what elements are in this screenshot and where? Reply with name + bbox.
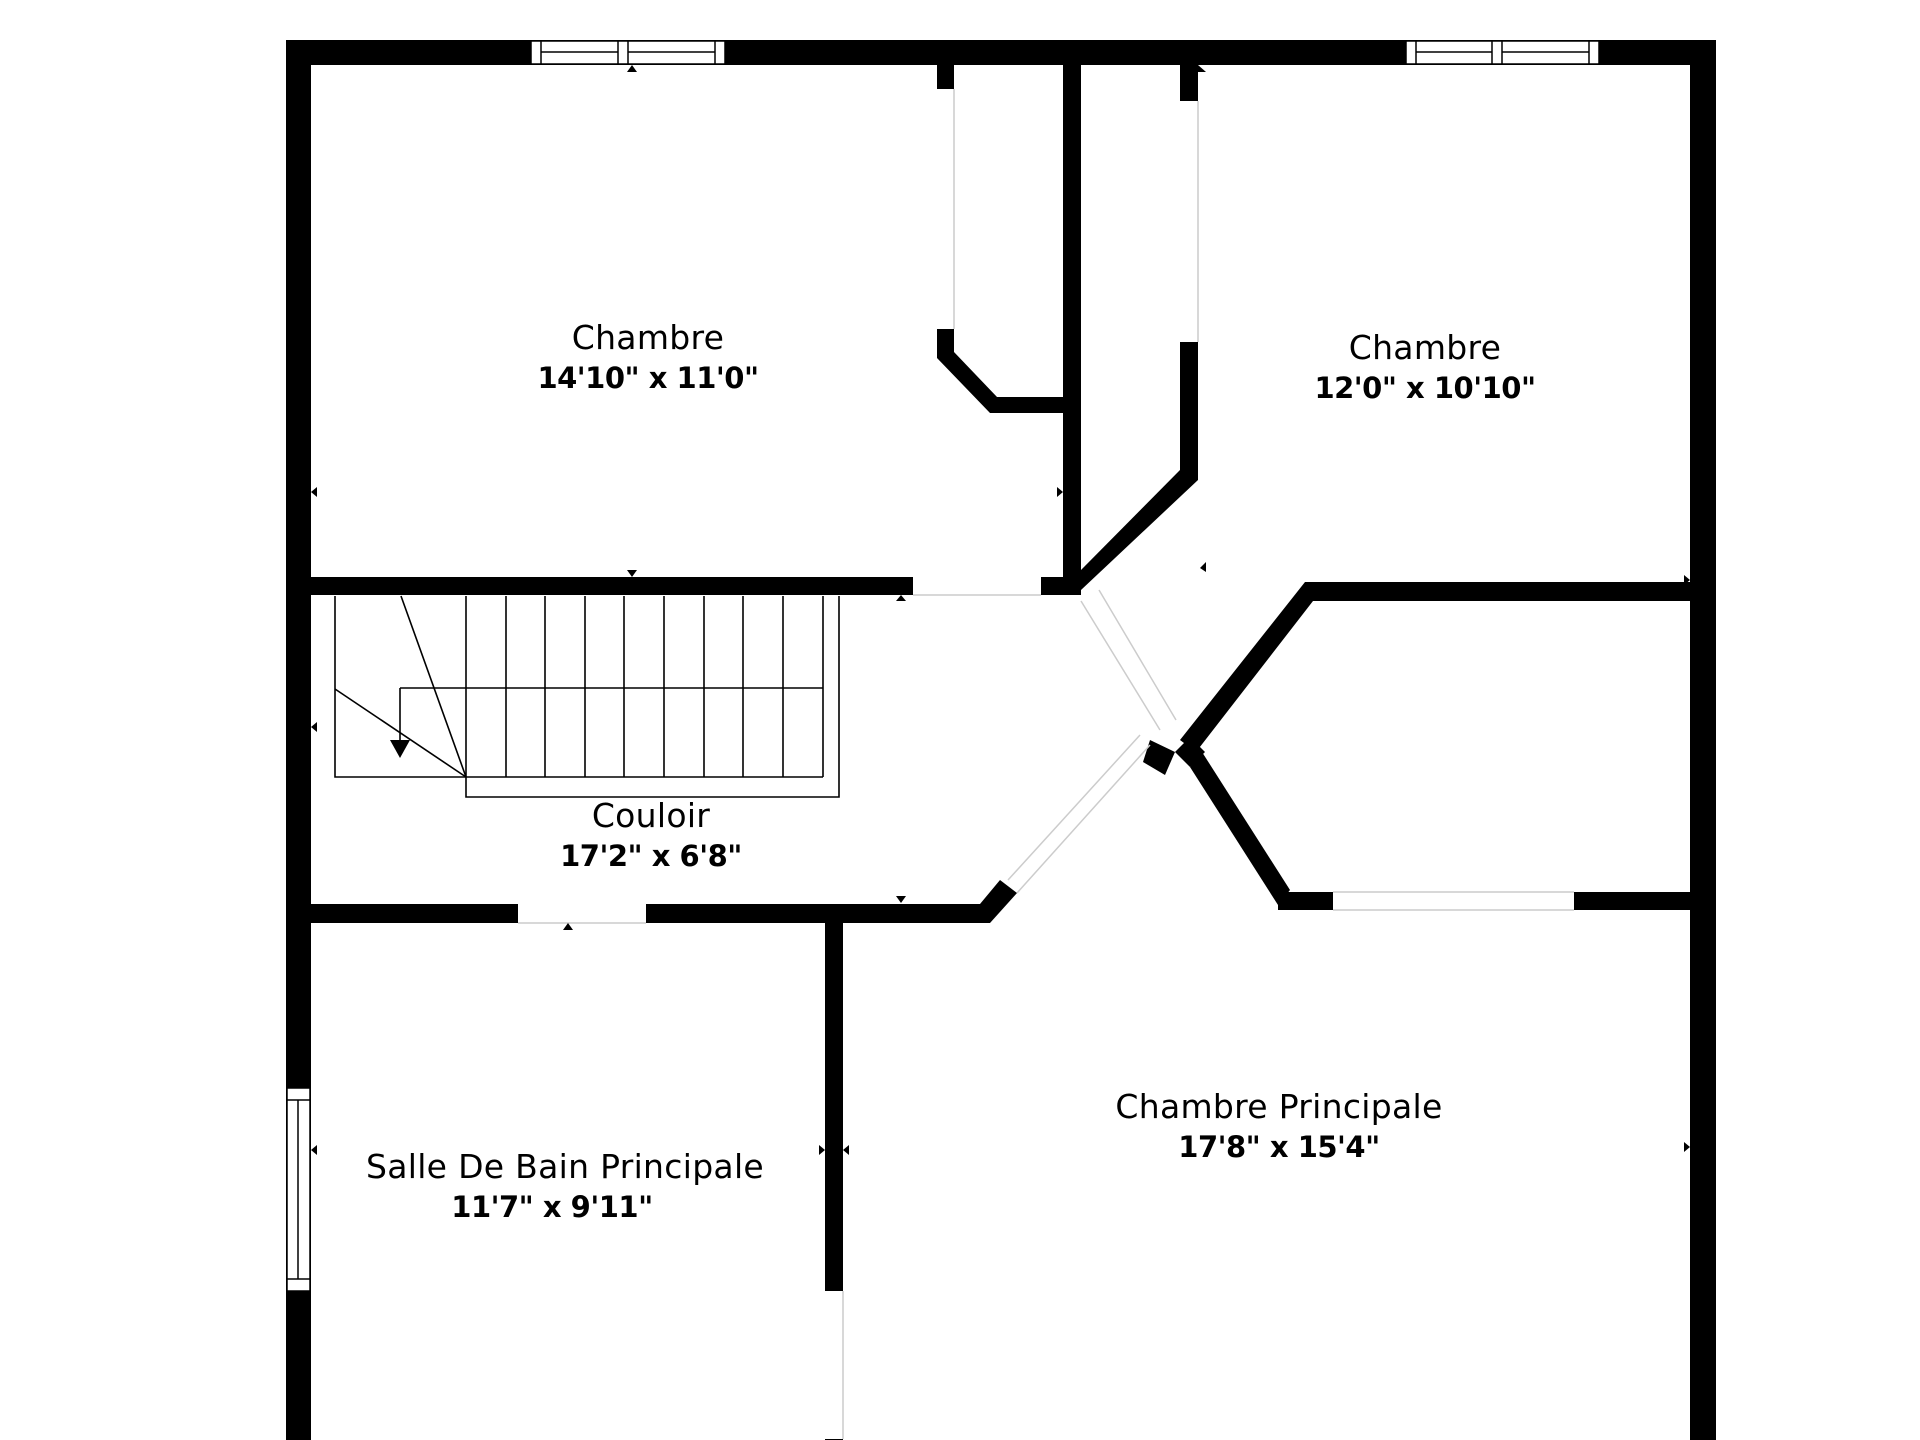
room-name: Chambre [1348, 328, 1502, 367]
outer-wall-right [1690, 40, 1716, 1440]
staircase [334, 595, 840, 798]
walls [286, 40, 1716, 1440]
wall-central-vertical [1063, 40, 1081, 592]
door-openings [518, 89, 1574, 1439]
closet-diagonal-wall [937, 351, 1063, 413]
room-label-couloir: Couloir 17'2" x 6'8" [560, 796, 742, 876]
wall-master-top-left [1278, 892, 1333, 910]
closet2-wall-lower [1180, 342, 1198, 475]
room-dimensions: 17'2" x 6'8" [560, 839, 742, 873]
room-dimensions: 17'8" x 15'4" [1178, 1130, 1380, 1164]
room-name: Salle De Bain Principale [365, 1147, 765, 1186]
window-left-bathroom [286, 1087, 311, 1292]
stair-direction-arrow-icon [390, 740, 410, 758]
room-name: Couloir [591, 796, 711, 835]
dimension-markers [311, 65, 1690, 1155]
wall-junction-arm-2 [1190, 752, 1290, 905]
room-label-chambre-1: Chambre 14'10" x 11'0" [537, 318, 759, 398]
wall-bedroom1-bottom [286, 577, 913, 595]
closet-wall-lower-stub [937, 329, 954, 351]
wall-corridor-bottom-left [286, 904, 518, 923]
room-name: Chambre [571, 318, 725, 357]
closet2-diagonal-wall [1075, 470, 1198, 590]
wall-bedroom2-diagonal [1180, 582, 1716, 752]
wall-corridor-bottom-mid [646, 904, 987, 923]
room-name: Chambre Principale [1115, 1087, 1443, 1126]
room-dimensions: 14'10" x 11'0" [537, 361, 759, 395]
room-dimensions: 12'0" x 10'10" [1314, 371, 1536, 405]
wall-bath-vertical [825, 904, 843, 1291]
closet2-wall-top-stub [1180, 60, 1198, 101]
closet-wall-top-stub [937, 60, 954, 89]
room-label-salle-de-bain: Salle De Bain Principale 11'7" x 9'11" [366, 1147, 764, 1227]
window-top-right [1405, 40, 1600, 65]
room-label-chambre-2: Chambre 12'0" x 10'10" [1314, 328, 1536, 408]
room-dimensions: 11'7" x 9'11" [451, 1190, 653, 1224]
wall-master-top-right [1574, 892, 1716, 910]
room-label-chambre-principale: Chambre Principale 17'8" x 15'4" [1115, 1087, 1442, 1167]
window-top-left [530, 40, 726, 65]
windows [286, 40, 1600, 1292]
wall-junction-arm-1 [1143, 740, 1175, 775]
wall-corridor-diagonal [980, 880, 1017, 923]
